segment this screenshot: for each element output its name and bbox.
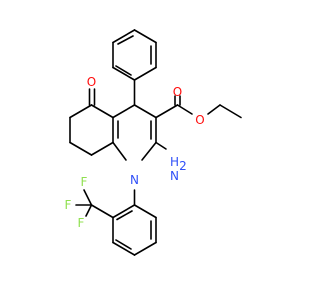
- bond: [133, 204, 157, 219]
- atom-amino-subscript: 2: [179, 159, 187, 173]
- bond: [176, 104, 193, 115]
- bond: [133, 66, 157, 81]
- bond: [69, 104, 93, 119]
- bond: [112, 104, 136, 119]
- atom-amino-hydrogen: H: [170, 155, 179, 169]
- bond: [112, 141, 127, 161]
- bond: [112, 66, 136, 81]
- bond: [155, 104, 179, 119]
- bond: [141, 141, 157, 161]
- bond: [112, 204, 136, 219]
- bond: [69, 141, 93, 156]
- atom-oxygen-ketone: O: [87, 75, 96, 89]
- bond: [207, 104, 221, 115]
- bond: [155, 141, 167, 150]
- bond: [112, 241, 136, 256]
- bond: [219, 104, 242, 119]
- bond: [90, 204, 114, 219]
- molecule-canvas: O O O N N H 2 F F F: [64, 29, 242, 256]
- bonds: [69, 29, 242, 256]
- bond: [133, 241, 157, 256]
- bond: [90, 104, 114, 119]
- molecule-structure: O O O N N H 2 F F F: [65, 29, 242, 256]
- bond: [133, 29, 157, 44]
- atom-fluorine-1: F: [81, 175, 88, 189]
- bond: [83, 189, 93, 206]
- bond: [112, 29, 136, 44]
- bond: [85, 204, 93, 217]
- bond: [90, 141, 114, 156]
- atom-fluorine-2: F: [65, 198, 72, 212]
- atom-labels: O O O N N H 2 F F F: [65, 75, 205, 230]
- atom-oxygen-carbonyl: O: [173, 85, 182, 99]
- bond: [133, 104, 157, 119]
- bond-double: [117, 35, 134, 45]
- bond-double: [115, 65, 132, 76]
- bond-double: [115, 239, 132, 250]
- atom-fluorine-3: F: [78, 216, 85, 230]
- atom-oxygen-ester: O: [195, 113, 204, 127]
- bond-double: [116, 210, 133, 221]
- atom-nitrogen-ring: N: [130, 173, 139, 187]
- atom-amino-nitrogen: N: [170, 169, 179, 183]
